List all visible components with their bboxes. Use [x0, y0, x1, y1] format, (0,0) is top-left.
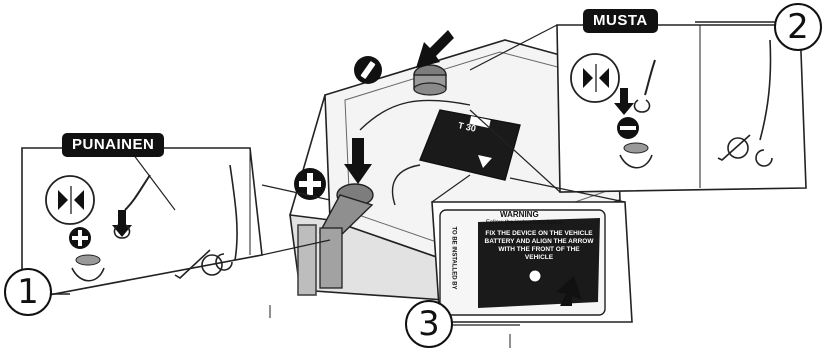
- plus-polarity-icon: [69, 227, 91, 249]
- align-icon: [45, 175, 95, 225]
- minus-polarity-icon: [354, 56, 382, 84]
- step-3-badge: 3: [405, 300, 453, 348]
- monitoring-device: [419, 109, 521, 181]
- black-cable-label: MUSTA: [583, 9, 658, 33]
- cable-clamp: [113, 174, 151, 239]
- step-2-badge: 2: [774, 3, 822, 51]
- step-1-badge: 1: [4, 268, 52, 316]
- dashed-down-arrow-icon: [614, 88, 634, 115]
- plus-polarity-icon: [294, 168, 326, 200]
- pointing-arrow-icon: [556, 276, 582, 306]
- device-instruction: FIX THE DEVICE ON THE VEHICLE BATTERY AN…: [484, 230, 594, 261]
- minus-polarity-icon: [617, 117, 639, 139]
- battery-post: [619, 142, 653, 169]
- align-icon: [570, 53, 620, 103]
- dashed-down-arrow-icon: [112, 210, 132, 237]
- red-cable-label: PUNAINEN: [62, 133, 165, 157]
- cable-clamp: [633, 59, 656, 113]
- positive-terminal: [319, 183, 374, 289]
- down-arrow-icon: [416, 30, 454, 68]
- wrench-hand: [174, 164, 238, 279]
- negative-terminal: [413, 64, 447, 96]
- device-side-text: TO BE INSTALLED BY: [450, 226, 457, 290]
- tighten-rotate-icon: [215, 253, 233, 271]
- device-warning-subtitle: Follow the instructions below: [486, 220, 563, 226]
- tighten-rotate-icon: [755, 149, 773, 167]
- down-arrow-icon: [344, 138, 372, 184]
- device-warning-title: WARNING: [500, 210, 539, 219]
- panel-black-cable: [469, 24, 807, 193]
- wrench-hand: [717, 39, 772, 161]
- battery-post: [71, 254, 105, 282]
- alignment-arrow-icon: [478, 155, 492, 168]
